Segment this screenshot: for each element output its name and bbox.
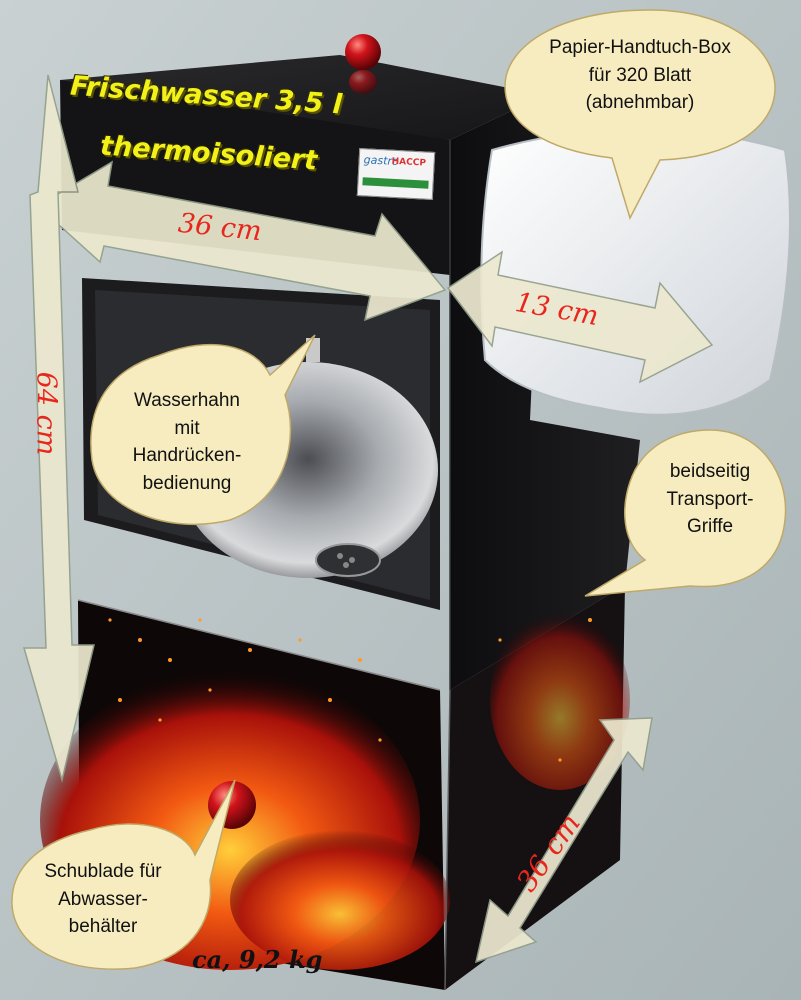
- depth-arrow: [474, 717, 653, 964]
- badge-stripe: [362, 177, 429, 189]
- width-arrow: [36, 160, 447, 322]
- dimension-arrows: [23, 74, 714, 964]
- dimension-height: 64 cm: [30, 371, 62, 456]
- haccp-badge: gastro HACCP: [356, 148, 436, 200]
- badge-mark: HACCP: [391, 156, 427, 169]
- lid-knob: [345, 34, 381, 70]
- callout-drawer: Schublade für Abwasser- behälter: [44, 861, 162, 938]
- drain: [315, 543, 381, 577]
- sparks: [108, 618, 592, 762]
- bubble-handles: [584, 429, 787, 597]
- callout-towel-box: Papier-Handtuch-Box für 320 Blatt (abneh…: [549, 37, 731, 114]
- height-arrow: [23, 74, 95, 783]
- speech-bubbles: [11, 9, 787, 970]
- bubble-faucet: [90, 334, 316, 526]
- bubble-towel-box: [504, 9, 776, 220]
- box-depth-arrow: [446, 250, 714, 384]
- bubble-drawer: [11, 779, 236, 970]
- callout-faucet: Wasserhahn mit Handrücken- bedienung: [132, 390, 242, 494]
- weight-label: ca, 9,2 kg: [192, 945, 323, 974]
- callout-handles: beidseitig Transport- Griffe: [666, 461, 754, 538]
